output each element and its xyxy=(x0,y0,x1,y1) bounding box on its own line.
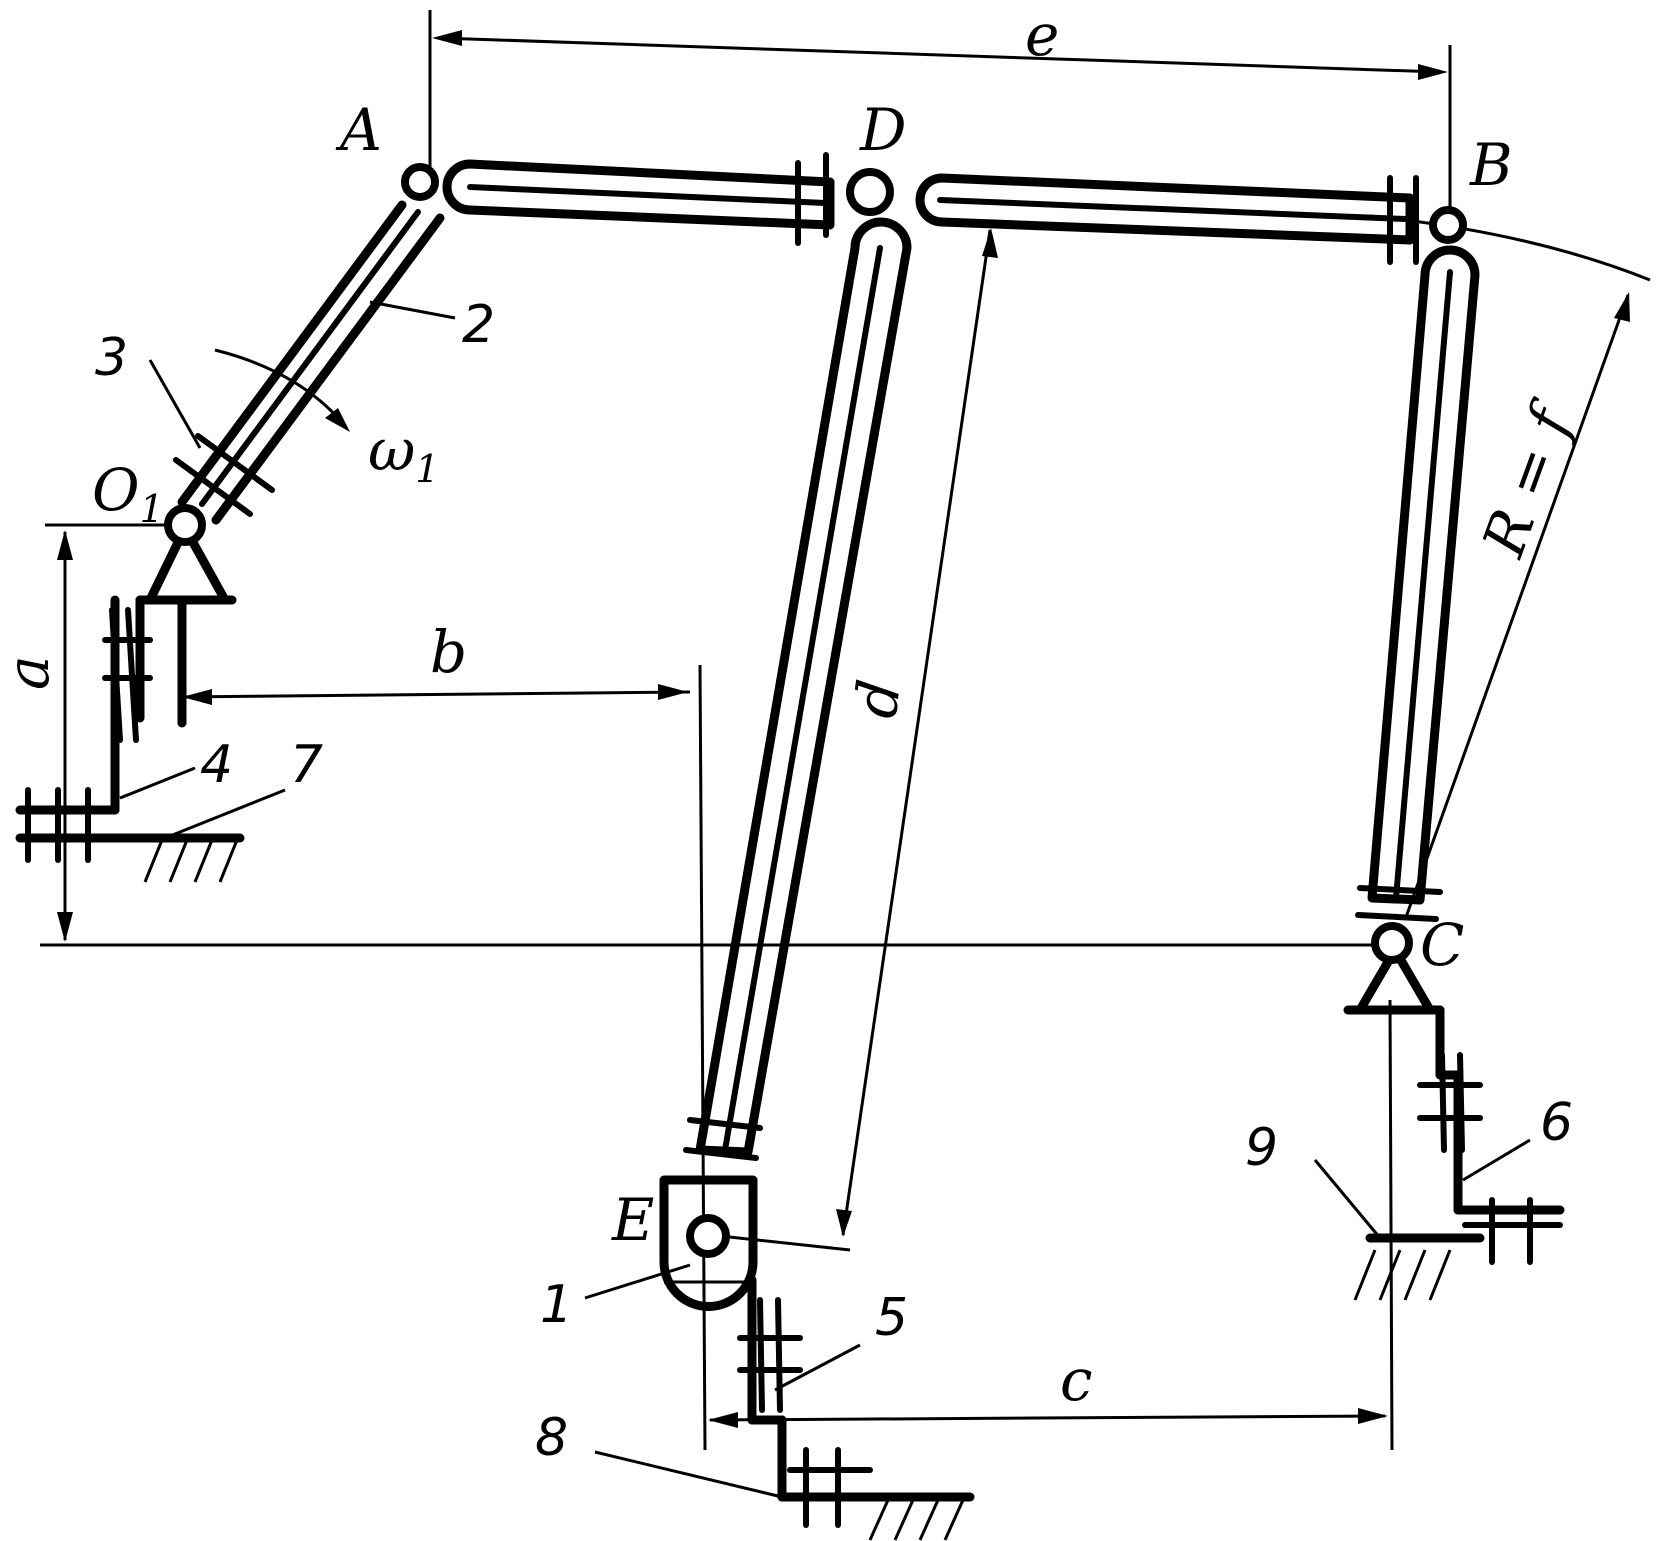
support-O1 xyxy=(102,523,237,815)
link-AD xyxy=(442,152,835,246)
joint-A xyxy=(401,163,439,201)
label-point-A: A xyxy=(335,96,382,164)
label-link-5: 5 xyxy=(875,1288,908,1348)
label-dimension-c: c xyxy=(1060,1346,1092,1414)
link-DB xyxy=(915,173,1419,265)
link-BC xyxy=(1355,245,1480,922)
dimension-e xyxy=(428,10,1452,210)
label-point-O1: O1 xyxy=(92,456,164,531)
dimension-d xyxy=(719,228,998,1252)
label-link-2: 2 xyxy=(462,295,495,355)
label-link-3: 3 xyxy=(95,328,128,388)
support-C xyxy=(1343,945,1483,1215)
label-link-7: 7 xyxy=(290,735,323,795)
link-DE xyxy=(683,217,912,1161)
joint-B xyxy=(1429,206,1467,244)
label-point-E: E xyxy=(611,1186,654,1254)
dimension-a xyxy=(40,523,1390,947)
joint-O1 xyxy=(164,504,206,546)
label-point-B: B xyxy=(1469,131,1513,199)
joint-D xyxy=(846,168,894,216)
link-2-crank xyxy=(173,200,445,525)
joint-E xyxy=(686,1214,730,1258)
label-link-1: 1 xyxy=(540,1275,573,1335)
label-link-8: 8 xyxy=(535,1408,568,1468)
label-link-9: 9 xyxy=(1245,1118,1278,1178)
label-dimension-e: e xyxy=(1025,1,1059,69)
label-dimension-a: a xyxy=(0,655,62,690)
ground-7 xyxy=(15,787,245,883)
dimension-c xyxy=(708,999,1394,1451)
label-dimension-radius: R = f xyxy=(1469,391,1588,566)
label-link-4: 4 xyxy=(200,735,233,795)
label-dimension-d: d xyxy=(842,676,915,722)
link-5 xyxy=(737,1275,803,1502)
slider-1 xyxy=(659,1175,758,1311)
joint-C xyxy=(1371,922,1413,964)
dimension-radius xyxy=(1369,214,1651,921)
label-point-D: D xyxy=(859,96,907,164)
dimension-b xyxy=(179,664,707,1451)
label-point-C: C xyxy=(1420,911,1464,979)
angular-velocity-arrow xyxy=(214,348,350,432)
ground-9 xyxy=(1353,1197,1565,1301)
label-dimension-b: b xyxy=(430,618,467,686)
label-link-6: 6 xyxy=(1540,1093,1573,1153)
ground-8 xyxy=(777,1447,975,1541)
leader-lines xyxy=(119,300,1531,1499)
label-angular-velocity: ω1 xyxy=(368,416,439,491)
